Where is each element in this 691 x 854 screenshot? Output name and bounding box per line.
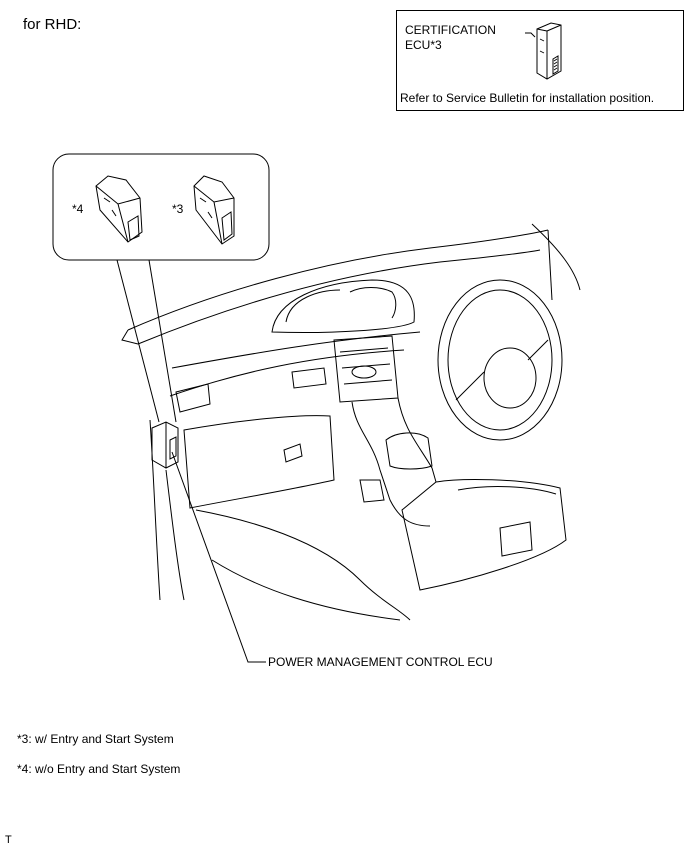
left-vent xyxy=(175,383,211,413)
certification-ecu-icon xyxy=(525,22,562,80)
certification-ecu-label-line1: CERTIFICATION xyxy=(405,23,496,37)
ecu-star4-icon xyxy=(95,175,143,243)
footnote-star3: *3: w/ Entry and Start System xyxy=(17,732,174,746)
ecu-star3-icon xyxy=(193,175,235,245)
ecu-zoom-callout-box xyxy=(52,153,270,261)
floor-console xyxy=(401,479,567,591)
page-heading: for RHD: xyxy=(23,16,82,33)
power-management-leader xyxy=(171,451,266,663)
corner-marker: T xyxy=(5,834,12,846)
certification-ecu-label-line2: ECU*3 xyxy=(405,38,442,52)
center-console xyxy=(351,401,431,527)
center-vent xyxy=(291,367,327,389)
power-management-ecu-label: POWER MANAGEMENT CONTROL ECU xyxy=(268,655,493,669)
instrument-hood xyxy=(271,279,415,334)
footnote-star4: *4: w/o Entry and Start System xyxy=(17,762,181,776)
certification-ecu-label: CERTIFICATION ECU*3 xyxy=(405,23,496,53)
a-pillar xyxy=(149,419,161,601)
ecu-star4-label: *4 xyxy=(72,202,84,216)
certification-ecu-box: CERTIFICATION ECU*3 Refer to Service Bul… xyxy=(396,10,684,111)
glove-box xyxy=(183,415,335,509)
steering-wheel xyxy=(437,279,563,441)
ecu-star3-label: *3 xyxy=(172,202,184,216)
center-stack xyxy=(333,335,399,403)
zoom-leader-left xyxy=(116,259,160,423)
mounted-ecu-icon xyxy=(151,421,179,469)
certification-ecu-note: Refer to Service Bulletin for installati… xyxy=(400,91,655,105)
dash-top-edge xyxy=(127,229,549,331)
